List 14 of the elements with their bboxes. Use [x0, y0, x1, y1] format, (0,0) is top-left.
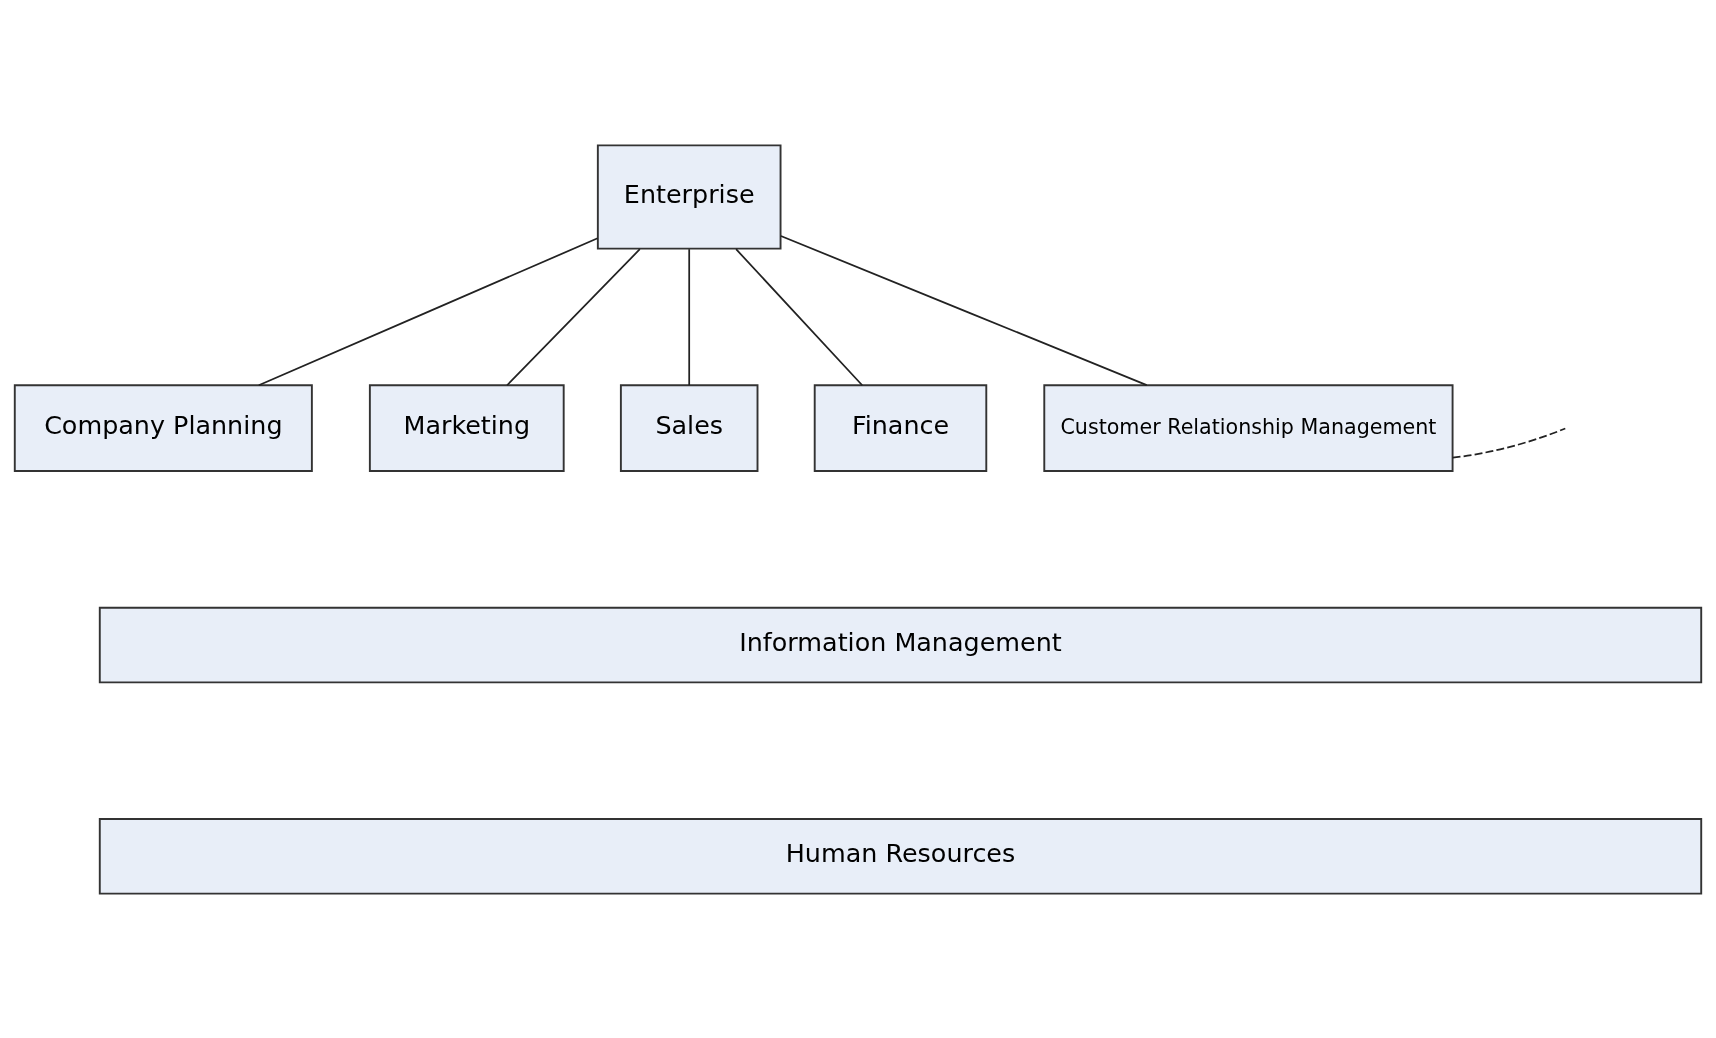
node-box: Information Management	[98, 606, 1703, 683]
connector	[1451, 427, 1567, 459]
node-box: Enterprise	[596, 143, 782, 250]
node-box: Customer Relationship Management	[1043, 383, 1454, 472]
node-box: Marketing	[368, 383, 565, 472]
node-box: Human Resources	[98, 817, 1703, 895]
connector	[735, 247, 864, 386]
connector	[257, 236, 599, 386]
connector	[780, 234, 1148, 386]
connector	[506, 247, 641, 386]
node-box: Finance	[813, 383, 988, 472]
connector	[688, 247, 691, 386]
node-box: Sales	[619, 383, 759, 472]
node-box: Company Planning	[13, 383, 313, 472]
